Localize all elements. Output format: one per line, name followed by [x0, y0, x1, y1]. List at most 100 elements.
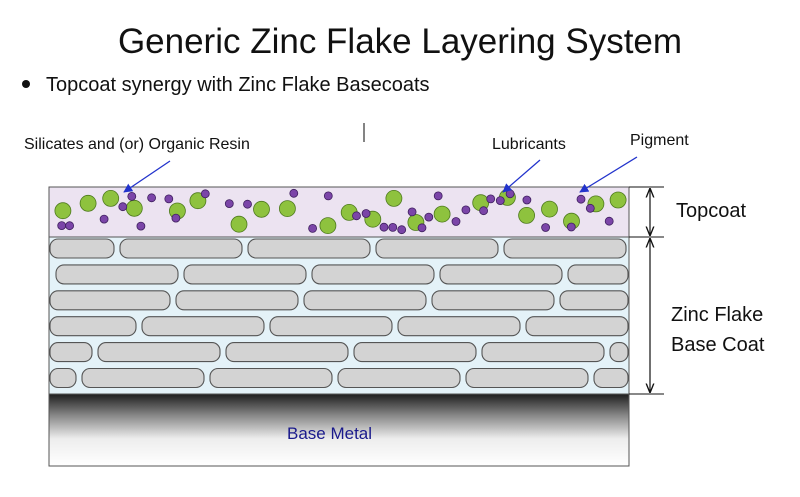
pigment-particle: [323, 191, 333, 201]
pigment-particle: [57, 221, 67, 231]
pigment-particle: [65, 221, 74, 231]
pigment-particle: [522, 195, 532, 205]
zinc-flake: [431, 290, 555, 311]
pigment-particle: [604, 216, 614, 226]
pigment-callout-arrow: [579, 156, 638, 193]
zinc-flake: [49, 342, 93, 363]
pigment-label: Pigment: [630, 132, 689, 149]
pigment-particle: [379, 222, 389, 232]
zinc-flake: [609, 342, 629, 363]
pigment-particle: [576, 194, 586, 204]
pigment-particle: [308, 223, 318, 233]
zinc-flake: [209, 367, 333, 389]
pigment-particle: [243, 199, 252, 209]
pigment-particle: [479, 206, 489, 216]
pigment-particle: [136, 221, 146, 231]
zinc-flake: [465, 367, 589, 389]
pigment-particle: [118, 202, 128, 212]
pigment-particle: [361, 209, 371, 218]
zinc-flake: [81, 367, 205, 389]
lubricant-particle: [253, 200, 270, 218]
zinc-flake: [303, 290, 427, 311]
bullet-item: Topcoat synergy with Zinc Flake Basecoat…: [22, 74, 430, 97]
pigment-particle: [289, 188, 299, 198]
pigment-particle: [147, 193, 157, 203]
pigment-particle: [352, 211, 361, 221]
pigment-particle: [397, 225, 407, 235]
topcoat-label: Topcoat: [676, 200, 747, 222]
lubricant-particle: [189, 192, 207, 210]
lubricant-particle: [79, 194, 97, 212]
zinc-flake: [183, 264, 307, 285]
pigment-particle: [585, 203, 595, 213]
topcoat-particles: [54, 188, 627, 235]
zinc-flake: [375, 238, 499, 259]
lubricant-particle: [609, 191, 627, 209]
pigment-particle: [433, 191, 443, 201]
pigment-particle: [495, 196, 505, 206]
zinc-flake: [593, 367, 629, 389]
zinc-flake: [567, 264, 629, 285]
pigment-particle: [541, 223, 550, 232]
resin-callout-arrow: [123, 160, 171, 193]
lubricant-particle: [278, 200, 296, 218]
zinc-flake: [503, 238, 627, 259]
zinc-flake: [49, 316, 137, 337]
bullet-icon: [22, 79, 30, 88]
zinc-flake: [439, 264, 563, 285]
resin-label: Silicates and (or) Organic Resin: [24, 136, 250, 153]
lubricant-particle: [125, 199, 143, 217]
pigment-particle: [127, 191, 137, 201]
zinc-flake: [481, 342, 605, 363]
pigment-particle: [164, 194, 174, 204]
zinc-flake: [97, 342, 221, 363]
zinc-flake: [49, 367, 77, 389]
zinc-flake: [225, 342, 349, 363]
lubricant-particle: [433, 205, 451, 223]
zinc-flake: [49, 238, 115, 259]
lubricant-particle: [385, 189, 403, 207]
lubricant-particle: [230, 215, 248, 233]
zinc-flake: [141, 316, 265, 337]
basecoat-label-line2: Base Coat: [671, 334, 765, 356]
zinc-flake: [55, 264, 179, 285]
zinc-flake: [269, 316, 393, 337]
zinc-flake: [311, 264, 435, 285]
pigment-particle: [224, 199, 234, 209]
pigment-particle: [171, 213, 181, 223]
pigment-particle: [99, 214, 109, 224]
lubricant-particle: [319, 217, 337, 235]
pigment-particle: [486, 194, 496, 204]
zinc-flake: [247, 238, 371, 259]
pigment-particle: [566, 222, 576, 232]
pigment-particle: [417, 223, 427, 233]
lubricant-particle: [54, 202, 72, 220]
base-metal-label: Base Metal: [287, 424, 373, 443]
pigment-particle: [200, 189, 210, 199]
zinc-flake: [49, 290, 171, 311]
zinc-flakes: [49, 238, 629, 389]
pigment-particle: [451, 217, 461, 226]
zinc-flake: [397, 316, 521, 337]
zinc-flake: [525, 316, 629, 337]
pigment-particle: [407, 207, 417, 217]
pigment-particle: [461, 205, 471, 215]
zinc-flake: [119, 238, 243, 259]
pigment-particle: [388, 222, 398, 232]
lubricant-particle: [102, 189, 120, 207]
zinc-flake: [175, 290, 299, 311]
bullet-text: Topcoat synergy with Zinc Flake Basecoat…: [46, 74, 430, 96]
page-title: Generic Zinc Flake Layering System: [117, 22, 683, 61]
zinc-flake: [337, 367, 461, 389]
pigment-particle: [424, 212, 434, 222]
base-metal-layer: [48, 393, 630, 467]
pigment-particle: [505, 189, 515, 199]
lubricants-label: Lubricants: [492, 136, 566, 153]
zinc-flake: [353, 342, 477, 363]
basecoat-layer: [48, 236, 630, 395]
lubricants-callout-arrow: [502, 159, 541, 193]
basecoat-label-line1: Zinc Flake: [671, 304, 764, 326]
lubricant-particle: [541, 200, 558, 218]
zinc-flake: [559, 290, 629, 311]
